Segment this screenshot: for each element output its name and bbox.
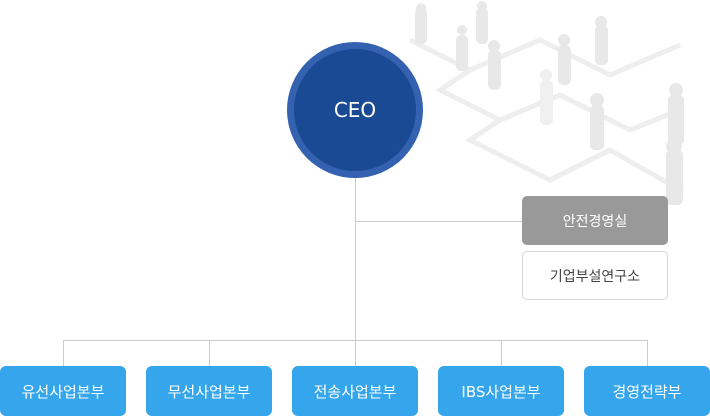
connector-dept-1: [63, 340, 64, 366]
connector-departments-horizontal: [63, 340, 648, 341]
dept-node-wireless: 무선사업본부: [146, 366, 272, 416]
ceo-label: CEO: [294, 49, 416, 171]
ceo-node: CEO: [287, 42, 423, 178]
dept-node-ibs: IBS사업본부: [438, 366, 564, 416]
staff-node-research-lab: 기업부설연구소: [522, 251, 668, 300]
connector-dept-5: [647, 340, 648, 366]
connector-staff-horizontal: [355, 221, 522, 222]
connector-dept-2: [209, 340, 210, 366]
connector-dept-4: [501, 340, 502, 366]
dept-node-transmission: 전송사업본부: [292, 366, 418, 416]
staff-node-safety-management: 안전경영실: [522, 196, 668, 245]
dept-node-strategy: 경영전략부: [584, 366, 710, 416]
dept-node-wired: 유선사업본부: [0, 366, 126, 416]
connector-ceo-vertical: [355, 176, 356, 366]
background-people-network-illustration: [408, 1, 685, 222]
